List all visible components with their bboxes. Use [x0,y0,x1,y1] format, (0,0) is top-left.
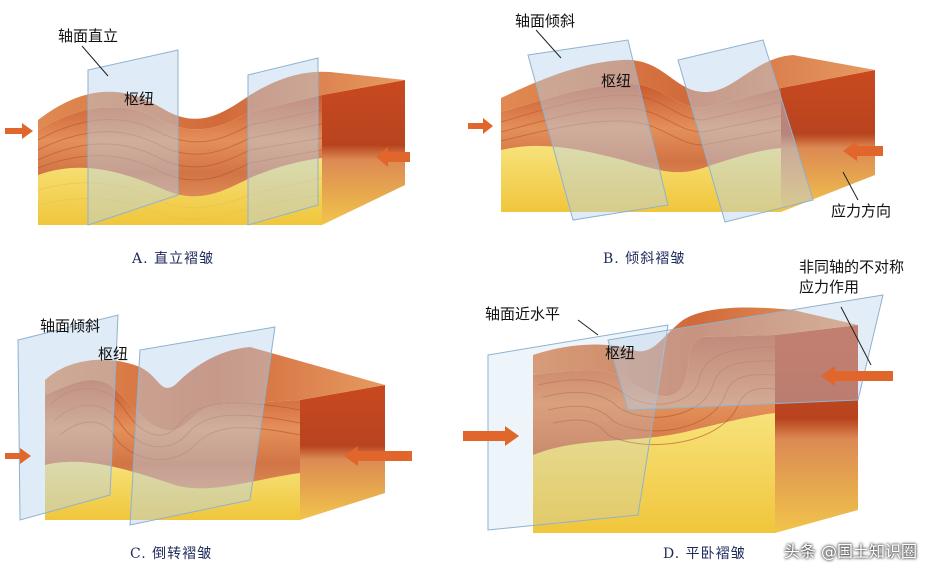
axial-plane-label-d: 轴面近水平 [485,305,561,323]
axial-plane-label-c: 轴面倾斜 [40,317,101,335]
caption-a: A. 直立褶皱 [132,251,215,267]
watermark: 头条 @国土知识圈 [783,542,917,561]
panel-recumbent-fold: 轴面近水平 枢纽 非同轴的不对称 应力作用 D. 平卧褶皱 [463,258,926,570]
asymmetric-stress-line-1: 非同轴的不对称 [799,258,905,276]
overturned-fold-diagram [5,314,412,526]
panel-upright-fold: 轴面直立 枢纽 A. 直立褶皱 [0,0,463,285]
caption-c: C. 倒转褶皱 [130,546,213,562]
recumbent-fold-diagram [463,294,893,533]
upright-fold-diagram [5,45,410,226]
hinge-label-d: 枢纽 [605,344,636,362]
caption-d: D. 平卧褶皱 [663,546,746,562]
inclined-fold-diagram [468,29,883,223]
asymmetric-stress-label: 非同轴的不对称 应力作用 [799,257,904,297]
asymmetric-stress-line-2: 应力作用 [799,278,860,296]
caption-b: B. 倾斜褶皱 [603,251,686,267]
hinge-label-c: 枢纽 [98,345,129,363]
hinge-label-a: 枢纽 [124,90,155,108]
axial-plane-label-a: 轴面直立 [58,27,119,45]
force-direction-label: 应力方向 [831,202,892,220]
axial-plane-label-b: 轴面倾斜 [515,12,576,30]
panel-overturned-fold: 轴面倾斜 枢纽 C. 倒转褶皱 [0,285,463,570]
hinge-label-b: 枢纽 [601,72,632,90]
panel-inclined-fold: 轴面倾斜 枢纽 应力方向 B. 倾斜褶皱 [463,0,926,285]
